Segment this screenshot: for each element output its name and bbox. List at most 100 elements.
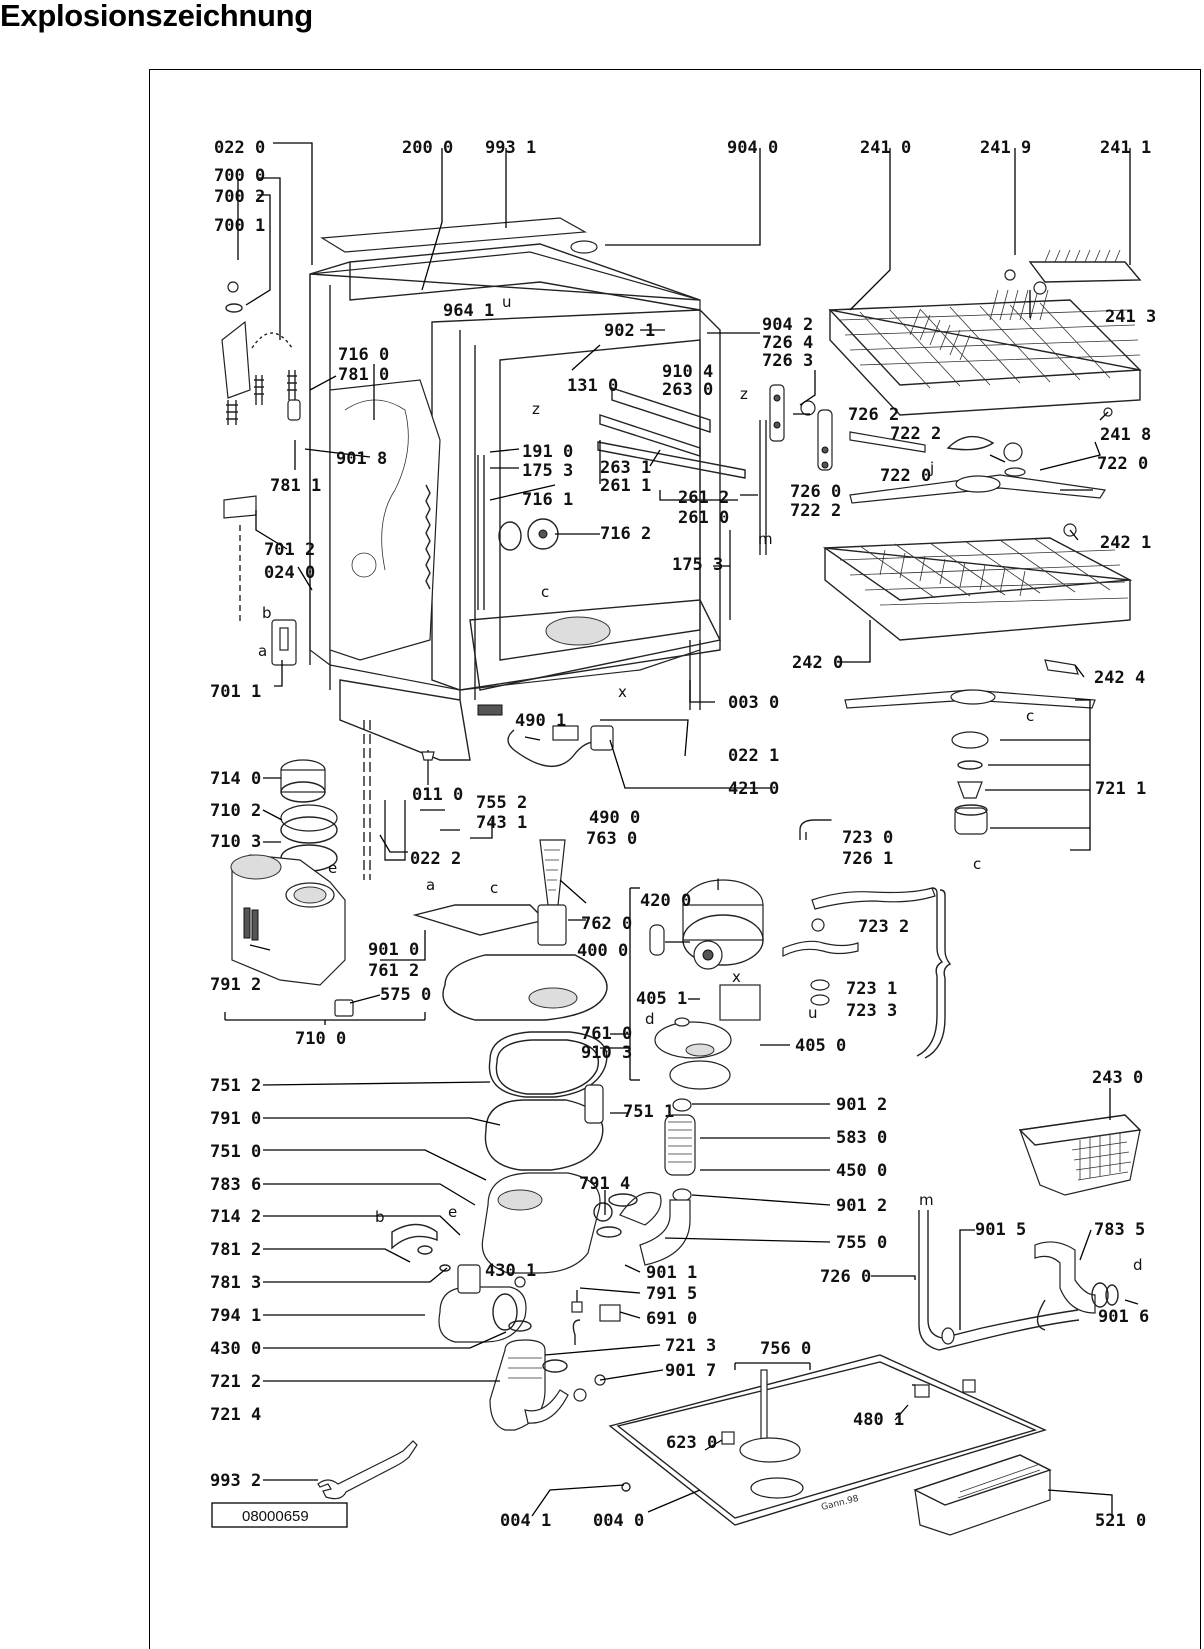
part-label: 700 1	[214, 216, 265, 236]
part-label: 022 1	[728, 746, 779, 766]
letter-marker: m	[919, 1191, 934, 1209]
part-label: 761 0	[581, 1024, 632, 1044]
part-label: 710 0	[295, 1029, 346, 1049]
part-label: 901 6	[1098, 1307, 1149, 1327]
part-label: 781 3	[210, 1273, 261, 1293]
part-label: 721 3	[665, 1336, 716, 1356]
part-label: 910 3	[581, 1043, 632, 1063]
letter-marker: b	[262, 604, 272, 622]
part-label: 243 0	[1092, 1068, 1143, 1088]
page-title: Explosionszeichnung	[0, 0, 313, 33]
part-label: 521 0	[1095, 1511, 1146, 1531]
part-label: 242 0	[792, 653, 843, 673]
part-label: 904 0	[727, 138, 778, 158]
letter-marker: z	[740, 385, 748, 403]
part-label: 722 2	[890, 424, 941, 444]
circulation-pump-motor	[649, 879, 764, 1090]
part-label: 714 2	[210, 1207, 261, 1227]
part-label: 904 2	[762, 315, 813, 335]
base-plate	[608, 1354, 1047, 1526]
service-wrench	[317, 1440, 418, 1500]
part-label: 710 3	[210, 832, 261, 852]
letter-marker: z	[532, 400, 540, 418]
part-label: 003 0	[728, 693, 779, 713]
drain-hose	[918, 1210, 1080, 1351]
leader-lines	[224, 142, 1139, 1520]
part-label: 241 3	[1105, 307, 1156, 327]
part-label: 756 0	[760, 1339, 811, 1359]
filter-plate	[412, 839, 608, 1021]
letter-marker: x	[732, 968, 741, 986]
part-label: 241 0	[860, 138, 911, 158]
part-label: 993 1	[485, 138, 536, 158]
letter-marker: m	[758, 530, 773, 548]
part-label: 726 0	[820, 1267, 871, 1287]
part-label: 721 4	[210, 1405, 261, 1425]
part-label: 716 1	[522, 490, 573, 510]
cap-part	[570, 240, 598, 254]
part-label: 691 0	[646, 1309, 697, 1329]
part-label: 751 2	[210, 1076, 261, 1096]
heater-hoses	[593, 1098, 696, 1266]
drain-connector	[1034, 1241, 1119, 1314]
part-label: 723 1	[846, 979, 897, 999]
part-label: 131 0	[567, 376, 618, 396]
letter-marker: b	[375, 1208, 385, 1226]
part-label: 700 2	[214, 187, 265, 207]
part-label: 722 0	[880, 466, 931, 486]
part-label: 794 1	[210, 1306, 261, 1326]
inlet-pipe	[782, 819, 952, 1059]
part-label: 716 2	[600, 524, 651, 544]
letter-marker: j	[929, 459, 934, 477]
part-label: 791 5	[646, 1284, 697, 1304]
letter-marker: d	[645, 1010, 655, 1028]
part-label: 901 1	[646, 1263, 697, 1283]
letter-marker: c	[541, 583, 549, 601]
clip-241-3	[1033, 281, 1047, 295]
upper-basket	[828, 289, 1142, 416]
part-label: 726 0	[790, 482, 841, 502]
part-label: 714 0	[210, 769, 261, 789]
letter-marker: e	[328, 859, 337, 877]
sump-seals	[481, 1031, 608, 1274]
part-label: 762 0	[581, 914, 632, 934]
letter-marker: e	[448, 1203, 457, 1221]
part-label: 261 0	[678, 508, 729, 528]
lower-spray-arm	[844, 689, 1096, 835]
part-label: 791 0	[210, 1109, 261, 1129]
part-label: 011 0	[412, 785, 463, 805]
part-label: 723 2	[858, 917, 909, 937]
drawing-frame	[149, 69, 1201, 1649]
part-label: 755 2	[476, 793, 527, 813]
part-label: 726 2	[848, 405, 899, 425]
part-label: 901 8	[336, 449, 387, 469]
letter-marker: a	[426, 876, 435, 894]
part-label: 004 0	[593, 1511, 644, 1531]
part-label: 901 7	[665, 1361, 716, 1381]
lower-basket	[822, 537, 1133, 641]
part-label: 761 2	[368, 961, 419, 981]
part-label: 701 1	[210, 682, 261, 702]
cutlery-tray	[1028, 249, 1142, 283]
control-panel-part	[913, 1454, 1052, 1536]
clip-242-4	[1044, 659, 1079, 675]
part-label: 700 0	[214, 166, 265, 186]
part-label: 261 1	[600, 476, 651, 496]
part-label: 405 0	[795, 1036, 846, 1056]
drawing-number-box: 08000659	[211, 1502, 348, 1528]
letter-marker: u	[502, 293, 512, 311]
part-label: 623 0	[666, 1433, 717, 1453]
part-label: 716 0	[338, 345, 389, 365]
part-label: 743 1	[476, 813, 527, 833]
part-label: 022 2	[410, 849, 461, 869]
part-label: 004 1	[500, 1511, 551, 1531]
part-label: 024 0	[264, 563, 315, 583]
part-label: 751 1	[623, 1102, 674, 1122]
part-label: 726 4	[762, 333, 813, 353]
hinge-arm	[759, 384, 833, 555]
float-switch	[571, 1290, 621, 1345]
part-label: 964 1	[443, 301, 494, 321]
part-label: 783 6	[210, 1175, 261, 1195]
drawing-number: 08000659	[242, 1508, 309, 1525]
part-label: 726 3	[762, 351, 813, 371]
